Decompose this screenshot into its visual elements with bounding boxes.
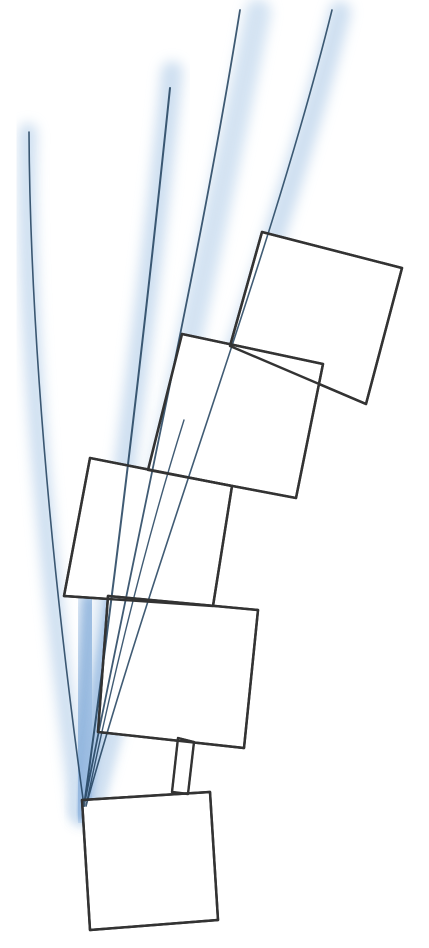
box-1: [82, 792, 218, 930]
